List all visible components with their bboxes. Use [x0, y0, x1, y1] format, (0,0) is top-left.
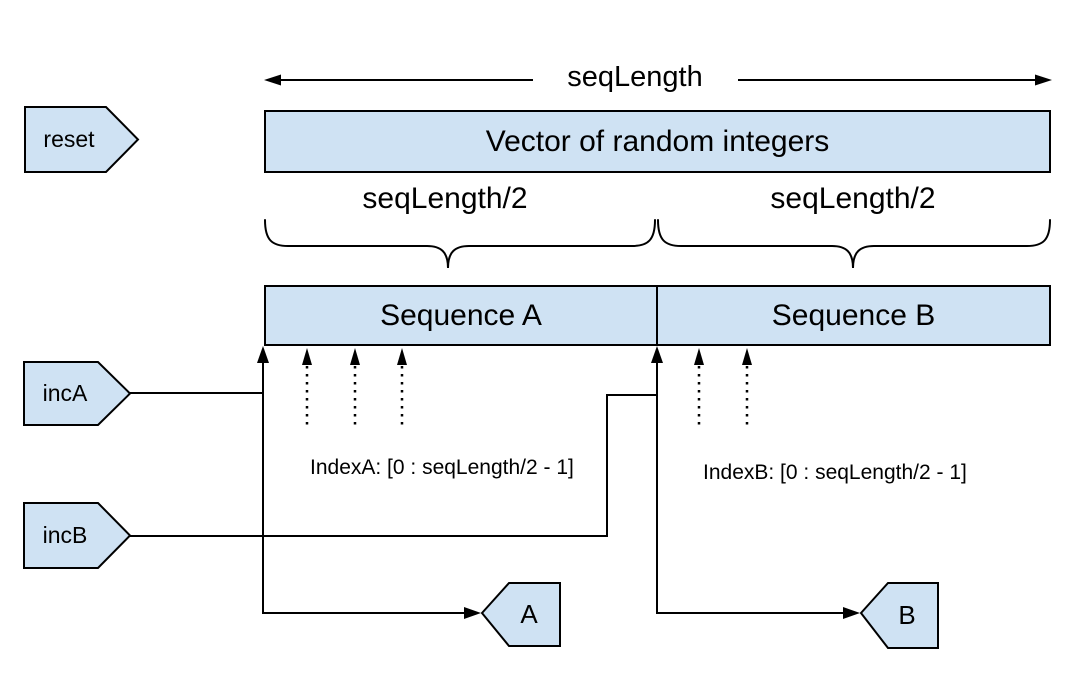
inca-tag-label: incA: [42, 380, 88, 406]
output-a-tag: [480, 582, 561, 647]
sequence-a-box: Sequence A: [264, 285, 658, 346]
output-b-tag-label: B: [898, 600, 916, 630]
arrowhead-up-icon: [257, 346, 269, 363]
arrowhead-right-icon: [1035, 74, 1052, 86]
incb-wire: [130, 394, 656, 537]
output-a-tag-label: A: [520, 599, 538, 629]
arrowhead-left-icon: [264, 74, 281, 86]
sequence-a-label: Sequence A: [380, 298, 542, 332]
brace-left-icon: [264, 219, 656, 269]
sequence-b-box: Sequence B: [656, 285, 1051, 346]
index-b-label: IndexB: [0 : seqLength/2 - 1]: [703, 461, 967, 484]
sequence-b-label: Sequence B: [771, 298, 936, 332]
vector-box-label: Vector of random integers: [485, 124, 830, 158]
seqlength-arrow: [264, 74, 1052, 86]
inca-tag: [23, 361, 132, 426]
index-a-dotted-arrows: [302, 348, 407, 427]
seqlength-label: seqLength: [567, 61, 703, 93]
index-b-dotted-arrows: [694, 348, 752, 427]
index-a-label: IndexA: [0 : seqLength/2 - 1]: [310, 456, 574, 479]
arrowhead-right-icon: [464, 607, 481, 619]
output-b-tag: [859, 582, 939, 649]
index-a-pointer-line: [257, 346, 481, 619]
incb-tag: [23, 502, 132, 569]
vector-box: Vector of random integers: [264, 110, 1051, 173]
arrowhead-right-icon: [843, 607, 860, 619]
reset-tag-label: reset: [43, 126, 95, 152]
half-left-label: seqLength/2: [362, 182, 528, 215]
index-b-pointer-line: [651, 346, 860, 619]
incb-tag-label: incB: [42, 522, 88, 548]
brace-right-icon: [657, 219, 1051, 269]
half-right-label: seqLength/2: [770, 182, 936, 215]
arrowhead-up-icon: [651, 346, 663, 363]
reset-tag: [24, 106, 140, 173]
